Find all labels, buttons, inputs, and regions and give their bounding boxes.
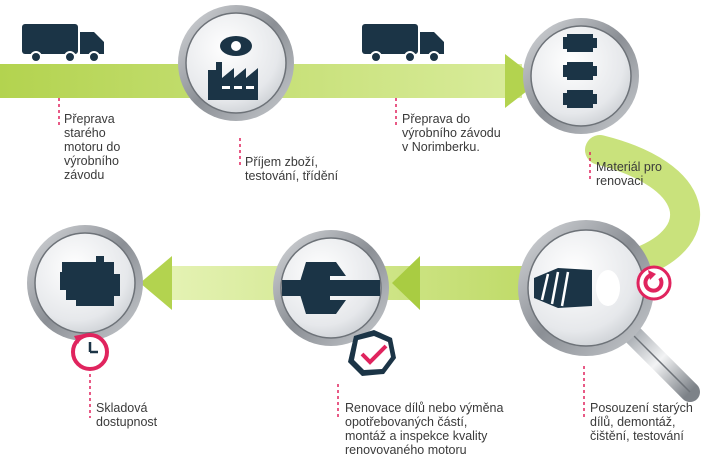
refresh-icon: [636, 265, 672, 301]
step-label-availability: Skladová dostupnost: [96, 401, 158, 429]
step-label-transport-nuremberg: Přeprava do výrobního závodu v Norimberk…: [402, 112, 501, 154]
truck-icon: [362, 24, 444, 63]
step-label-transport-old-engine: Přeprava starého motoru do výrobního záv…: [64, 112, 121, 182]
clock-icon: [71, 333, 109, 371]
check-badge-icon: [348, 330, 396, 376]
factory-eye-icon: [178, 5, 294, 121]
curve-connector: [585, 135, 701, 277]
truck-icon: [22, 24, 104, 63]
engines-stack-icon: [523, 18, 639, 134]
step-label-material: Materiál pro renovaci: [596, 160, 662, 188]
magnifier-bolt-icon: [518, 220, 700, 402]
step-label-intake: Příjem zboží, testování, třídění: [245, 155, 339, 183]
connector-lines: [58, 98, 591, 418]
wrench-icon: [273, 230, 389, 346]
engine-icon: [27, 225, 143, 341]
step-label-renovation: Renovace dílů nebo výměna opotřebovaných…: [345, 401, 504, 457]
step-label-assessment: Posouzení starých dílů, demontáž, čištěn…: [590, 401, 693, 443]
